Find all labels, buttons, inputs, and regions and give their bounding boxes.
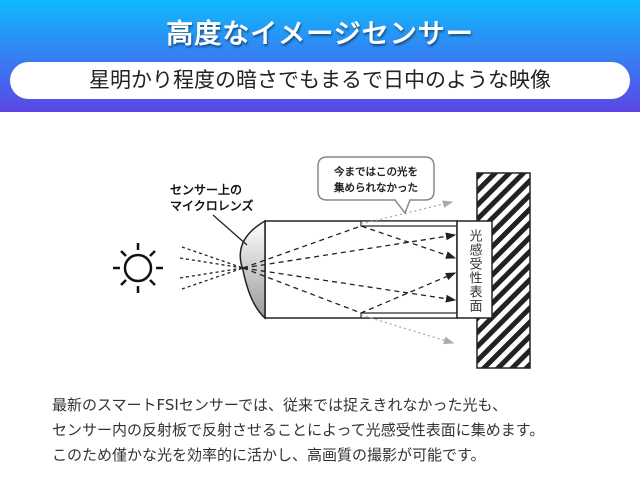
description: 最新のスマートFSIセンサーでは、従来では捉えきれなかった光も、 センサー内の反…: [52, 393, 544, 468]
description-line: 最新のスマートFSIセンサーでは、従来では捉えきれなかった光も、: [52, 396, 508, 414]
subtitle-pill: 星明かり程度の暗さでもまるで日中のような映像: [10, 62, 630, 99]
lens-label-line2: マイクロレンズ: [170, 198, 254, 213]
reflector-top: [360, 220, 458, 227]
header-banner: 高度なイメージセンサー 星明かり程度の暗さでもまるで日中のような映像: [0, 0, 640, 112]
reflector-bottom: [360, 312, 458, 319]
sun-icon: [113, 243, 163, 293]
sensor-diagram: 光感受性表面 センサー上の マイクロレンズ 今まではこの光を 集められなかった: [113, 156, 531, 369]
photosensitive-surface: [456, 220, 493, 319]
bubble-line2: 集められなかった: [333, 181, 418, 194]
page-title: 高度なイメージセンサー: [166, 19, 474, 50]
lens-leader-line: [212, 214, 248, 246]
sensor-tube: [264, 220, 458, 319]
lens-label-line1: センサー上の: [170, 182, 242, 197]
bubble-line1: 今まではこの光を: [333, 165, 418, 178]
description-line: このため僅かな光を効率的に活かし、高画質の撮影が可能です。: [52, 446, 486, 464]
surface-label: 光感受性表面: [467, 229, 483, 313]
refracted-rays: [242, 225, 457, 314]
escaped-rays: [360, 200, 455, 345]
speech-bubble: 今まではこの光を 集められなかった: [317, 156, 435, 215]
incoming-rays: [179, 246, 244, 290]
description-line: センサー内の反射板で反射させることによって光感受性表面に集めます。: [52, 421, 545, 439]
